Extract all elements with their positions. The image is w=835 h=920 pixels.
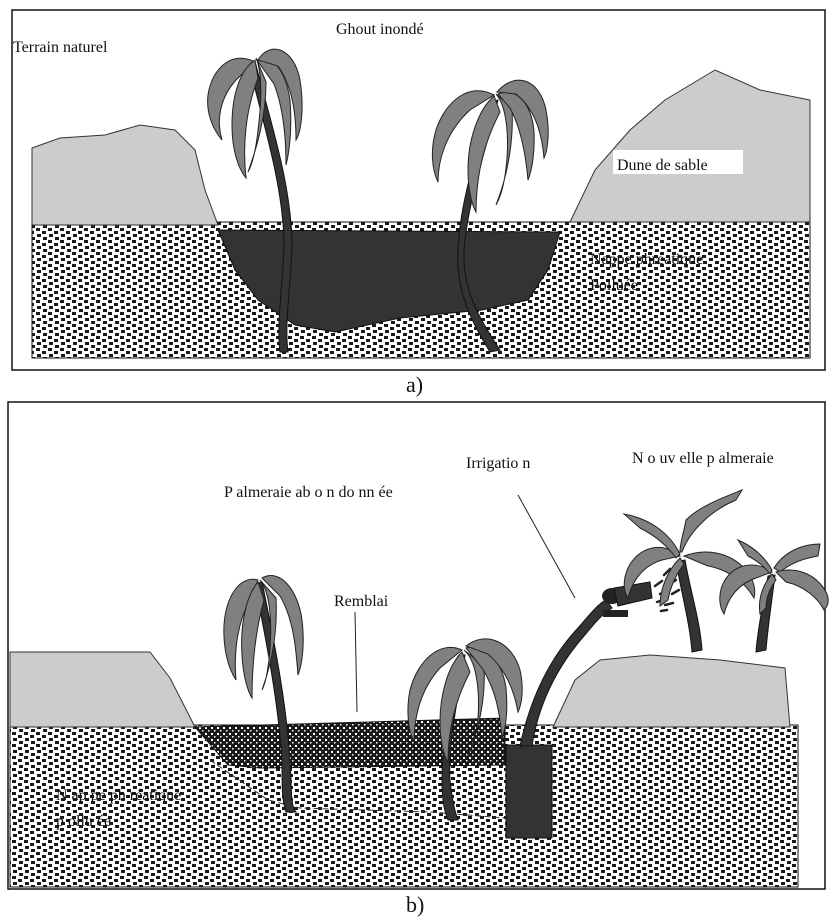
caption-b: b) [406, 892, 424, 917]
label-nappe-line2: Polluée [590, 277, 638, 294]
label-ghout-inonde: Ghout inondé [336, 21, 424, 38]
sprinkler-base [603, 610, 628, 617]
label-nouvelle-palmeraie: N o uv elle p almeraie [632, 450, 774, 467]
label-irrigation: Irrigatio n [466, 455, 530, 472]
panel-b: P almeraie ab o n do nn ée Irrigatio n N… [8, 402, 828, 889]
panel-b-remblai [195, 718, 505, 768]
label-remblai: Remblai [334, 593, 389, 610]
label-nappe-line1: N ap pe ph réatique [56, 787, 181, 804]
panel-a: Terrain naturel Ghout inondé Dune de sab… [12, 10, 825, 370]
panel-b-well [506, 745, 552, 838]
label-dune-de-sable: Dune de sable [617, 157, 708, 174]
caption-a: a) [406, 372, 423, 397]
label-palmeraie-abandonnee: P almeraie ab o n do nn ée [224, 484, 393, 501]
label-nappe-line2: p ollu ée [56, 813, 111, 830]
label-nappe-line1: Nappe phréatique [590, 251, 703, 268]
label-terrain-naturel: Terrain naturel [13, 39, 108, 56]
